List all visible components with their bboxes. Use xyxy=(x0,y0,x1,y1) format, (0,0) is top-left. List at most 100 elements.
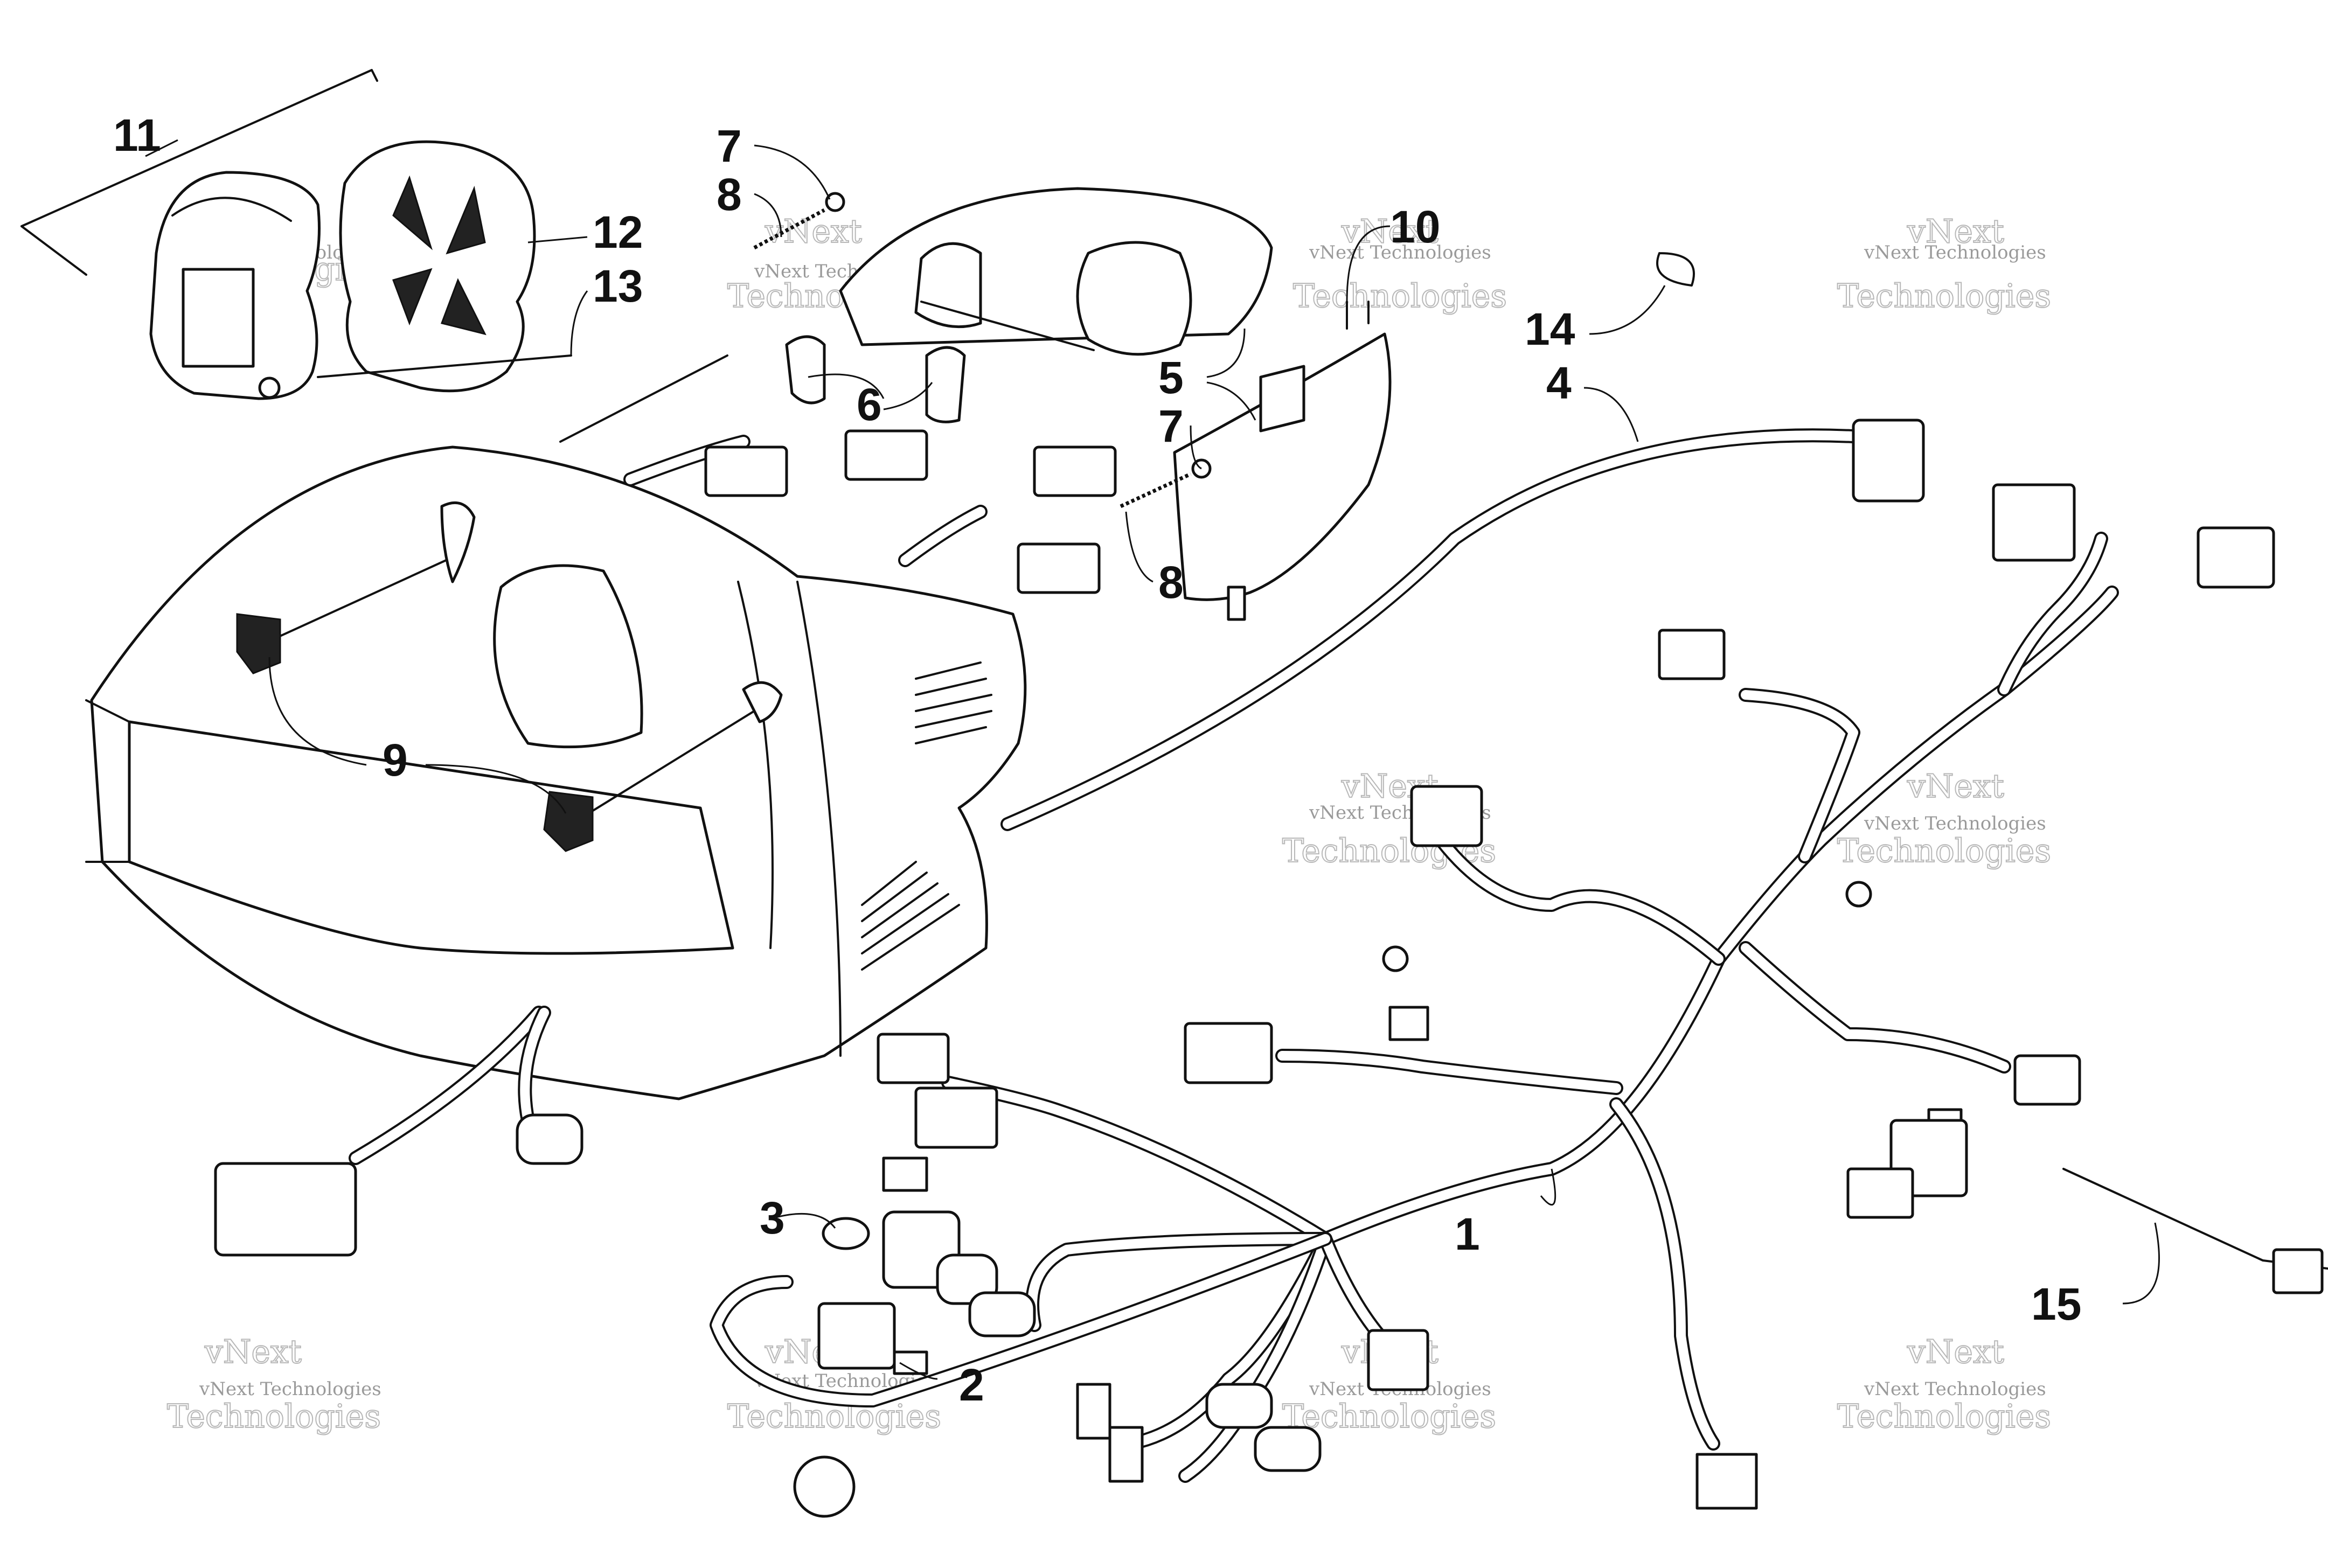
watermark-big-2: Technologies xyxy=(1282,1398,1496,1435)
connector-icon xyxy=(882,1156,928,1192)
callout-9: 9 xyxy=(383,735,408,785)
callout-1: 1 xyxy=(1455,1209,1480,1259)
connector-icon xyxy=(1108,1426,1144,1483)
leader-3 xyxy=(775,1212,836,1229)
leader-8a xyxy=(754,193,782,238)
callout-7: 7 xyxy=(1158,401,1184,451)
nut-icon xyxy=(825,192,845,212)
callout-6: 6 xyxy=(857,379,882,430)
callout-12: 12 xyxy=(593,207,643,257)
watermark-big-2: Technologies xyxy=(167,1398,381,1435)
watermark-big-1: vNext xyxy=(1907,768,2004,805)
watermark-text: vNext Technologies xyxy=(1864,1378,2046,1400)
connector-icon xyxy=(1367,1329,1429,1391)
connectors xyxy=(214,252,2328,1518)
ignition-switch-icon xyxy=(793,1455,856,1518)
watermark: vNext Technologies vNext Technologies xyxy=(166,1333,381,1436)
watermark: vNext Technologies vNext Technologies xyxy=(1292,212,1507,316)
callout-7: 7 xyxy=(717,121,742,171)
connector-16pin-icon xyxy=(214,1162,357,1257)
emblem-icon xyxy=(742,681,783,723)
gauge-scale-arc xyxy=(171,197,292,222)
ring-terminal-icon xyxy=(1845,881,1872,908)
harness-trunk xyxy=(1318,586,2119,1246)
headlight-bulb-right xyxy=(1076,241,1192,356)
watermark-big-1: vNext xyxy=(1907,1333,2004,1371)
bullet-connector-icon xyxy=(516,1113,583,1165)
callout-8: 8 xyxy=(1158,557,1184,608)
leader-4 xyxy=(1583,387,1639,442)
connector-icon xyxy=(1076,1383,1111,1440)
watermark: vNext Technologies vNext Technologies xyxy=(1837,1333,2052,1436)
dash-lip xyxy=(128,720,734,955)
knob-icon xyxy=(543,791,594,852)
spring-icon xyxy=(753,208,825,250)
headlight-assembly xyxy=(753,187,1392,621)
headlight-bulb-left xyxy=(914,242,982,329)
headlight-rod xyxy=(920,301,1095,351)
connector-icon xyxy=(2013,1054,2081,1106)
vent-fins xyxy=(915,661,992,744)
harness-branch xyxy=(1609,1097,1720,1451)
leader-11 xyxy=(145,139,178,157)
gauge-knob-icon xyxy=(258,377,281,399)
leader-13 xyxy=(570,290,588,356)
connector-icon xyxy=(914,1086,998,1149)
mounting-screw-line xyxy=(317,354,572,378)
connector-icon xyxy=(2197,526,2275,589)
bullet-connector-icon xyxy=(936,1253,998,1305)
watermark-big-2: Technologies xyxy=(1837,1398,2051,1435)
callout-11: 11 xyxy=(113,110,161,161)
connector-icon xyxy=(1033,445,1117,497)
leader-7a xyxy=(754,144,831,200)
callout-14: 14 xyxy=(1525,304,1575,354)
connector-icon xyxy=(1695,1453,1758,1510)
clamp-ring-icon xyxy=(1656,252,1695,287)
assembly-bracket-lines xyxy=(20,69,728,443)
connector-icon xyxy=(704,445,788,497)
callout-5: 5 xyxy=(1158,352,1184,403)
headlight-socket xyxy=(1259,365,1305,433)
watermark-big-1: vNext xyxy=(204,1333,302,1371)
instrument-cluster-assembly xyxy=(20,69,728,443)
callout-labels: 1 2 3 4 5 6 7 7 8 8 9 10 11 12 13 14 15 xyxy=(113,110,2081,1410)
watermark: vNext Technologies vNext Technologies xyxy=(1837,767,2052,870)
connector-icon xyxy=(1410,785,1483,847)
callout-4: 4 xyxy=(1546,358,1572,408)
gauge-housing-bezel xyxy=(339,140,536,393)
console-panel xyxy=(85,445,1027,1100)
leader-2 xyxy=(899,1362,938,1380)
bezel-spokes xyxy=(392,175,487,336)
callout-8: 8 xyxy=(717,169,742,220)
spring-icon xyxy=(1120,472,1192,508)
connector-icon xyxy=(1184,1022,1273,1084)
main-wiring-harness xyxy=(349,428,2119,1483)
leader-14 xyxy=(1589,285,1666,335)
watermark-big-1: vNext xyxy=(1341,213,1439,250)
ring-terminal-icon xyxy=(1382,945,1409,972)
callout-2: 2 xyxy=(959,1360,984,1410)
fuse-icon xyxy=(893,1350,928,1375)
connector-icon xyxy=(1388,1006,1429,1041)
watermark-big-2: Technologies xyxy=(1293,277,1507,315)
watermark-big-2: Technologies xyxy=(1837,277,2051,315)
leader-lines xyxy=(145,139,2160,1380)
leader-12 xyxy=(527,236,588,243)
panel-contour-lines xyxy=(737,581,842,1057)
headlight-lower-housing xyxy=(1173,332,1392,601)
relay-icon xyxy=(817,1302,896,1370)
gauge-display-screen xyxy=(182,268,255,368)
leader-9 xyxy=(268,657,567,814)
hood-panel xyxy=(90,445,1027,1100)
threaded-bolt xyxy=(268,554,459,642)
gauge-opening xyxy=(493,564,643,749)
elbow-boot-icon xyxy=(785,335,826,405)
callout-13: 13 xyxy=(593,261,643,311)
connector-icon xyxy=(1658,629,1726,680)
sensor-connector-icon xyxy=(2272,1248,2324,1294)
connector-block-icon xyxy=(1992,483,2076,562)
panel-edge xyxy=(85,699,130,863)
connector-icon xyxy=(844,429,928,481)
clip-icon xyxy=(1346,301,1370,330)
harness-branch xyxy=(941,1076,1332,1246)
